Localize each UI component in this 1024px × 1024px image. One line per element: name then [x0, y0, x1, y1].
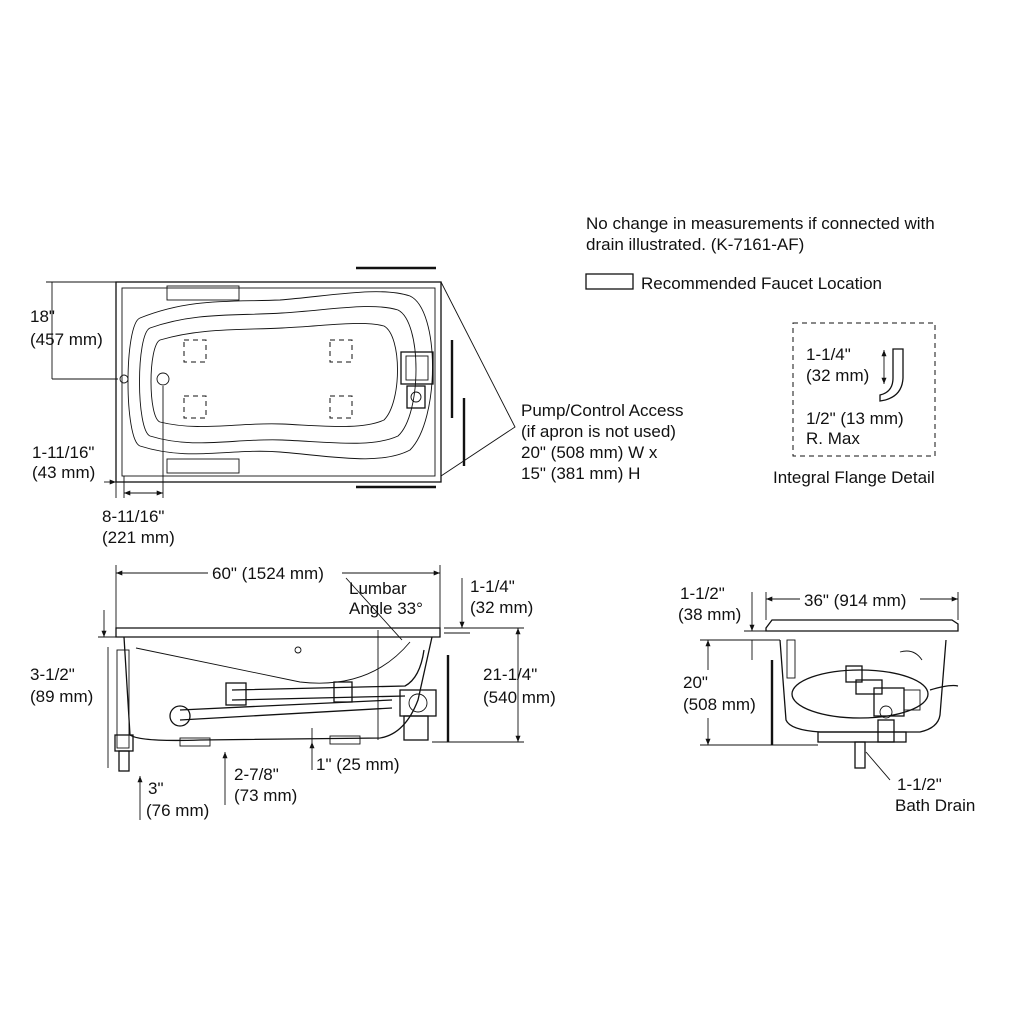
faucet-legend-swatch: [585, 273, 634, 290]
whirlpool-jets: [183, 339, 353, 419]
side-view: 60" (1524 mm) Lumbar Angle 33° 1-1/4" (3…: [30, 562, 556, 820]
end-plumbing: [786, 639, 959, 769]
svg-text:(508 mm): (508 mm): [683, 695, 756, 714]
plan-inner-rim: [121, 287, 436, 477]
end-rim: [765, 619, 959, 632]
jet-icon: [183, 395, 207, 419]
plan-width-mm: (457 mm): [30, 330, 103, 349]
side-length: 60" (1524 mm): [212, 564, 324, 583]
flange-detail-frame: [792, 322, 936, 457]
svg-text:(32 mm): (32 mm): [470, 598, 533, 617]
svg-text:3": 3": [148, 779, 164, 798]
pump-motor-icon: [400, 351, 434, 409]
plan-edge-in: 1-11/16": [32, 443, 94, 462]
svg-text:(89 mm): (89 mm): [30, 687, 93, 706]
jet-icon: [183, 339, 207, 363]
plan-edge-mm: (43 mm): [32, 463, 95, 482]
svg-text:Pump/Control Access: Pump/Control Access: [521, 401, 684, 420]
svg-text:(if apron is not used): (if apron is not used): [521, 422, 676, 441]
svg-text:(73 mm): (73 mm): [234, 786, 297, 805]
basin-middle-edge: [139, 306, 417, 444]
access-leader: [440, 281, 516, 477]
svg-text:1" (25 mm): 1" (25 mm): [316, 755, 400, 774]
svg-text:(32 mm): (32 mm): [806, 366, 869, 385]
drain-icon: [156, 372, 170, 386]
notes-block: No change in measurements if connected w…: [585, 214, 935, 293]
svg-text:R. Max: R. Max: [806, 429, 860, 448]
svg-text:21-1/4": 21-1/4": [483, 665, 537, 684]
svg-text:1-1/2": 1-1/2": [897, 775, 942, 794]
plan-drain-mm: (221 mm): [102, 528, 175, 547]
svg-text:15" (381 mm) H: 15" (381 mm) H: [521, 464, 640, 483]
svg-text:Angle 33°: Angle 33°: [349, 599, 423, 618]
basin-floor-edge: [150, 322, 398, 427]
faucet-location-marker-alt: [166, 458, 240, 474]
svg-text:(38 mm): (38 mm): [678, 605, 741, 624]
svg-text:20" (508 mm) W x: 20" (508 mm) W x: [521, 443, 658, 462]
plan-width-in: 18": [30, 307, 55, 326]
end-view: 36" (914 mm) 1-1/2" (38 mm) 20" (508 mm)…: [678, 584, 975, 815]
flange-profile: [879, 348, 904, 402]
side-backrest: [135, 641, 411, 684]
jet-icon: [329, 339, 353, 363]
svg-text:(540 mm): (540 mm): [483, 688, 556, 707]
faucet-legend-label: Recommended Faucet Location: [641, 274, 882, 293]
svg-text:1-1/4": 1-1/4": [806, 345, 851, 364]
integral-flange-detail: 1-1/4" (32 mm) 1/2" (13 mm) R. Max Integ…: [773, 322, 936, 487]
end-width: 36" (914 mm): [804, 591, 906, 610]
faucet-location-marker: [166, 285, 240, 301]
plan-drain-in: 8-11/16": [102, 507, 164, 526]
svg-text:1/2" (13 mm): 1/2" (13 mm): [806, 409, 904, 428]
side-tub-body: [123, 636, 433, 742]
flange-detail-caption: Integral Flange Detail: [773, 468, 935, 487]
svg-text:1-1/4": 1-1/4": [470, 577, 515, 596]
plan-outer-rim: [115, 281, 442, 483]
overflow-icon: [119, 374, 129, 384]
basin-outer-edge: [127, 291, 433, 460]
svg-text:2-7/8": 2-7/8": [234, 765, 279, 784]
svg-text:(76 mm): (76 mm): [146, 801, 209, 820]
note-line-2: drain illustrated. (K-7161-AF): [586, 235, 804, 254]
svg-text:20": 20": [683, 673, 708, 692]
note-line-1: No change in measurements if connected w…: [586, 214, 935, 233]
svg-text:Bath Drain: Bath Drain: [895, 796, 975, 815]
side-plumbing: [114, 646, 437, 772]
svg-text:3-1/2": 3-1/2": [30, 665, 75, 684]
plan-view: 18" (457 mm) 1-11/16" (43 mm) 8-11/16" (…: [30, 266, 516, 547]
svg-text:Lumbar: Lumbar: [349, 579, 407, 598]
pump-access-note: Pump/Control Access (if apron is not use…: [521, 401, 684, 483]
svg-text:1-1/2": 1-1/2": [680, 584, 725, 603]
jet-icon: [329, 395, 353, 419]
side-rim: [115, 627, 441, 638]
